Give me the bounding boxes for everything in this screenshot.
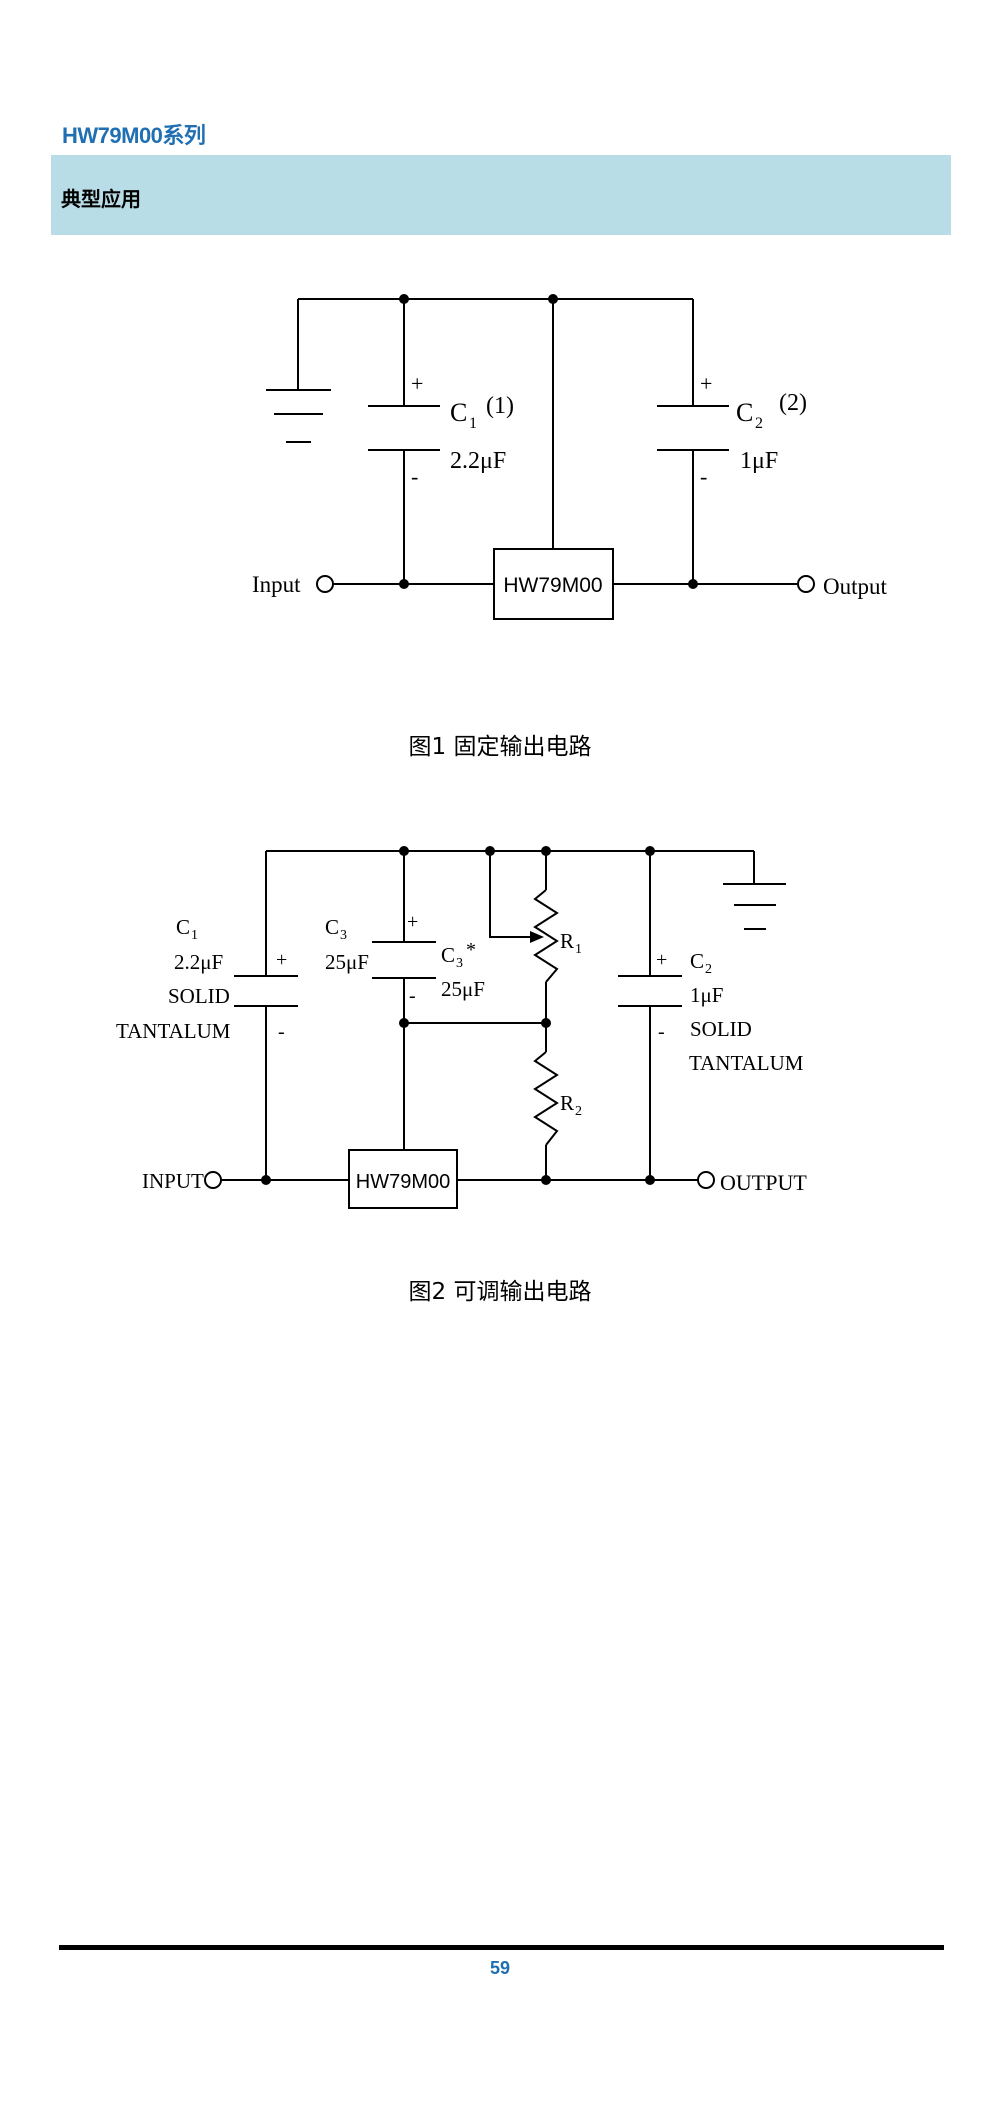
figure2-c3-value: 25μF <box>325 950 369 974</box>
figure1-ic-label: HW79M00 <box>503 574 602 597</box>
figure1-c1-sub: 1 <box>469 415 477 432</box>
figure2-ground-icon <box>723 883 786 930</box>
figure1-c2-symbol <box>657 405 729 451</box>
figure1-ground-icon <box>266 389 331 443</box>
figure1-c1-value: 2.2μF <box>450 448 506 474</box>
figure1-c1-plus: + <box>411 371 423 396</box>
figure2-r1-name: R <box>560 929 574 953</box>
section-title: 典型应用 <box>61 187 141 211</box>
figure1-output-label: Output <box>823 574 888 599</box>
figure1-input-terminal <box>316 575 334 593</box>
figure1-ic-box <box>493 548 614 620</box>
section-header-bar: 典型应用 <box>51 155 951 235</box>
figure2-input-terminal <box>204 1171 222 1189</box>
figure2-c1-value: 2.2μF <box>174 950 223 974</box>
figure1-input-label: Input <box>252 572 301 597</box>
figure2-c2-minus: - <box>658 1021 665 1043</box>
figure2-r2-name: R <box>560 1091 574 1115</box>
figure2-output-terminal <box>697 1171 715 1189</box>
figure2-c1-name: C <box>176 915 190 939</box>
figure2-c3-minus: - <box>409 985 416 1007</box>
r1-wiper-arrow-icon <box>530 931 544 943</box>
figure2-c1-minus: - <box>278 1021 285 1043</box>
figure2-caption: 图2 可调输出电路 <box>408 1279 592 1305</box>
figure2-c2-value: 1μF <box>690 983 723 1007</box>
figure2-r1-sub: 1 <box>575 942 582 957</box>
figure1-caption: 图1 固定输出电路 <box>408 734 592 760</box>
figure1-output-terminal <box>797 575 815 593</box>
figure1-c2-note: (2) <box>779 390 807 416</box>
figure2-output-label: OUTPUT <box>720 1170 807 1195</box>
figure2-c3-name: C <box>325 915 339 939</box>
figure2-c2-plus: + <box>656 949 667 971</box>
figure2-c2-type1: SOLID <box>690 1017 752 1041</box>
r2-resistor-symbol <box>533 1051 559 1146</box>
figure2-c1-type1: SOLID <box>168 984 230 1008</box>
figure2-c2-name: C <box>690 949 704 973</box>
figure2-c1-sub: 1 <box>191 928 198 943</box>
figure1-c2-minus: - <box>700 464 707 489</box>
series-title: HW79M00系列 <box>62 123 206 148</box>
figure1-c1-name: C <box>450 398 467 427</box>
figure2-ic-label: HW79M00 <box>356 1171 450 1193</box>
figure2-r2-sub: 2 <box>575 1104 582 1119</box>
figure2-c2-sub: 2 <box>705 962 712 977</box>
figure1-circuit-diagram: HW79M00 Input Output + - C 1 (1) 2.2μF +… <box>252 294 888 620</box>
figure2-input-label: INPUT <box>142 1169 204 1193</box>
figure2-c3-plus: + <box>407 911 418 933</box>
figure2-c3-alt-name: C <box>441 943 455 967</box>
figure1-c2-name: C <box>736 398 753 427</box>
figure1-c2-plus: + <box>700 371 712 396</box>
figure2-circuit-diagram: HW79M00 INPUT OUTPUT C 1 2.2μF SOLID TAN… <box>116 846 807 1209</box>
figure2-c1-plus: + <box>276 949 287 971</box>
r1-resistor-symbol <box>533 889 559 983</box>
figure2-c3-sub: 3 <box>340 928 347 943</box>
footer-rule <box>59 1945 944 1950</box>
figure2-c3-alt-star: * <box>466 939 476 961</box>
page-number: 59 <box>489 1958 511 1978</box>
figure2-ic-box <box>348 1149 458 1209</box>
figure1-c1-symbol <box>368 405 440 451</box>
figure1-c2-value: 1μF <box>740 448 778 474</box>
figure2-c1-type2: TANTALUM <box>116 1019 231 1043</box>
figure2-c3-alt-value: 25μF <box>441 977 485 1001</box>
figure1-c1-note: (1) <box>486 393 514 419</box>
figure2-c3-alt-sub: 3 <box>456 956 463 971</box>
figure2-c2-type2: TANTALUM <box>689 1051 804 1075</box>
figure1-c1-minus: - <box>411 464 418 489</box>
figure1-c2-sub: 2 <box>755 415 763 432</box>
